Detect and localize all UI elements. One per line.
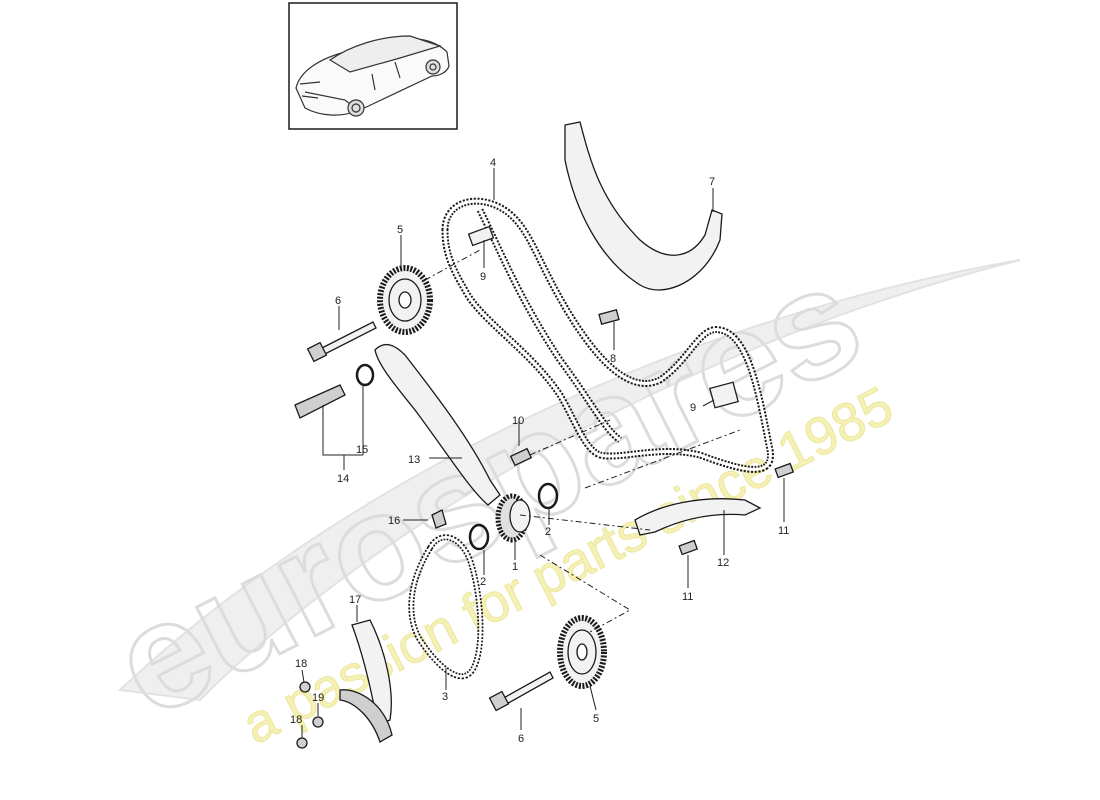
stud-10	[509, 447, 533, 467]
callout-labels: 1 2 2 3 4 5 5 6 6 7 8 9 9 10 11 11 12 13…	[290, 157, 789, 745]
callout-10: 10	[512, 415, 524, 427]
callout-13: 13	[408, 454, 420, 466]
timing-chain-lower	[408, 534, 484, 680]
callout-9: 9	[480, 271, 486, 283]
chain-guide-rail	[374, 343, 501, 506]
callout-2: 2	[480, 576, 486, 588]
watermark: eurospares a passion for parts since 198…	[87, 230, 1021, 756]
callout-6: 6	[518, 733, 524, 745]
diagram-parts	[294, 121, 795, 749]
callout-4: 4	[490, 157, 496, 169]
callout-3: 3	[442, 691, 448, 703]
chain-tensioner	[294, 363, 375, 419]
bolt-18-upper	[299, 681, 311, 693]
callout-19: 19	[312, 692, 324, 704]
callout-6: 6	[335, 295, 341, 307]
callout-16: 16	[388, 515, 400, 527]
callout-14: 14	[337, 473, 349, 485]
bolt-8	[598, 309, 620, 325]
callout-15: 15	[356, 444, 368, 456]
callout-11: 11	[682, 591, 693, 603]
bolt-18-lower	[296, 737, 308, 749]
camshaft-sprocket-lower	[557, 615, 607, 689]
stud-11-lower	[678, 539, 699, 556]
callout-17: 17	[349, 594, 361, 606]
tensioner-pad-right	[709, 381, 739, 409]
callout-9: 9	[690, 402, 696, 414]
stud-11-upper	[774, 462, 795, 479]
tensioner-pad-upper	[467, 225, 495, 247]
callout-18: 18	[290, 714, 302, 726]
callout-18: 18	[295, 658, 307, 670]
car-thumbnail-icon	[295, 35, 450, 117]
callout-7: 7	[709, 176, 715, 188]
callout-5: 5	[593, 713, 599, 725]
callout-2: 2	[545, 526, 551, 538]
bolt-upper	[306, 321, 377, 363]
bolt-lower	[488, 671, 554, 712]
chain-tensioner-lower	[339, 619, 393, 743]
bolt-19	[312, 716, 324, 728]
part-16	[431, 509, 447, 529]
chain-guide-upper	[564, 121, 723, 291]
vehicle-thumbnail	[288, 2, 458, 130]
watermark-swoosh-icon	[117, 259, 1021, 702]
callout-12: 12	[717, 557, 729, 569]
chain-guide-lower	[634, 498, 762, 536]
crankshaft-sprocket	[468, 482, 559, 551]
leader-lines	[301, 168, 785, 738]
callout-1: 1	[512, 561, 518, 573]
callout-5: 5	[397, 224, 403, 236]
callout-8: 8	[610, 353, 616, 365]
callout-11: 11	[778, 525, 789, 537]
camshaft-sprocket-upper	[377, 265, 433, 335]
